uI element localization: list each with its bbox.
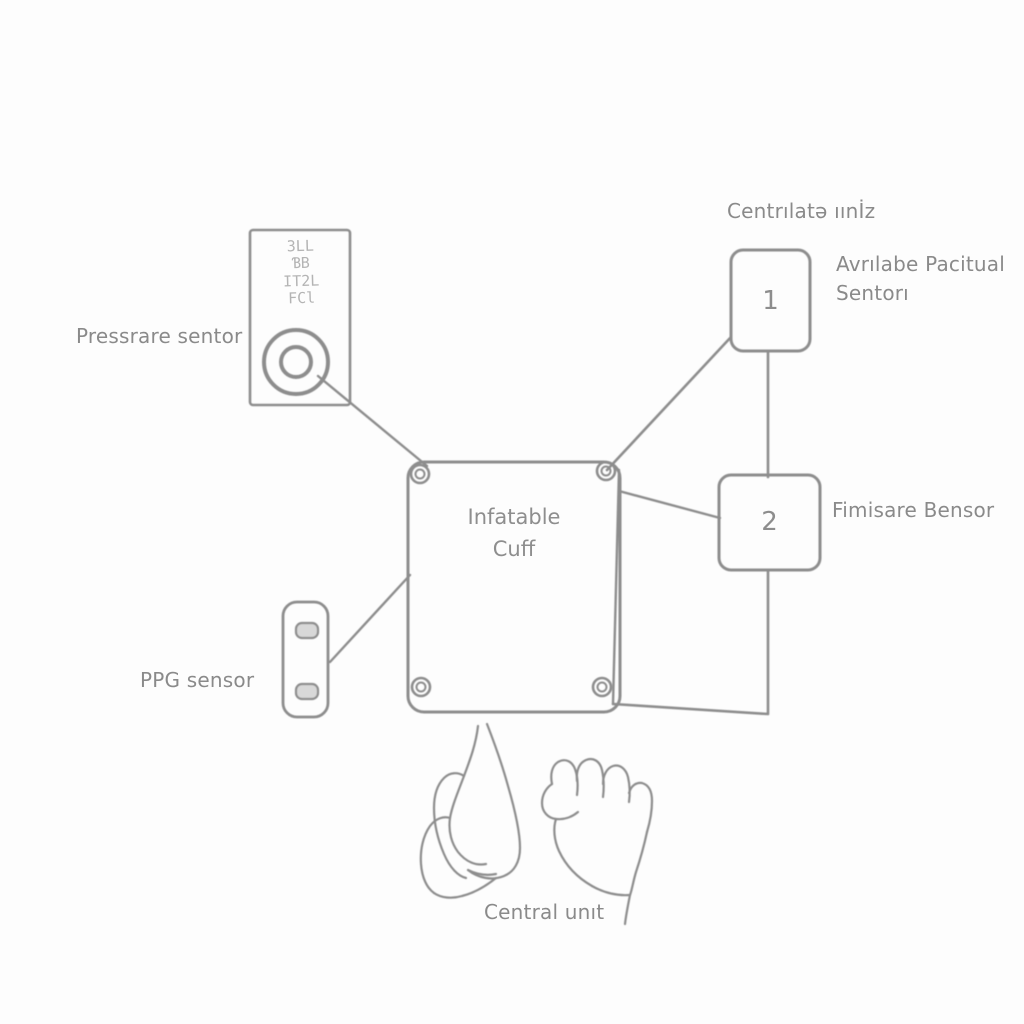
numbered-box-2 bbox=[717, 473, 822, 572]
ppg-sensor-pad-top bbox=[294, 621, 320, 640]
pressure-sensor-body bbox=[248, 228, 352, 407]
label-available-actual-sensor: Avrılabe Pacitual Sentorı bbox=[836, 252, 1005, 305]
connector-ppg-to-cuff bbox=[328, 573, 412, 664]
box-2-number: 2 bbox=[761, 507, 778, 537]
connector-pressure-to-cuff bbox=[316, 374, 429, 468]
cuff-grommet-top-left bbox=[409, 463, 431, 485]
hand-left bbox=[419, 722, 522, 899]
ppg-sensor-pad-bottom bbox=[294, 682, 320, 701]
ppg-sensor-body bbox=[281, 600, 330, 719]
inflatable-cuff-body bbox=[406, 460, 622, 714]
cuff-grommet-bottom-left bbox=[410, 676, 432, 698]
hand-right bbox=[540, 757, 654, 926]
label-ppg-sensor: PPG sensor bbox=[140, 668, 255, 692]
label-pressure-sensor: Pressrare sentor bbox=[76, 324, 243, 348]
box-1-number: 1 bbox=[762, 286, 779, 316]
connector-cuff-to-box2 bbox=[617, 489, 722, 520]
label-central-unit-heading: Centrılatə ıınİz bbox=[727, 199, 876, 223]
pressure-sensor-screen-text: 3LL ƁB IT2L FCl bbox=[282, 236, 320, 308]
numbered-box-1 bbox=[729, 248, 812, 353]
label-central-unit: Central unıt bbox=[484, 900, 605, 924]
pressure-dial-outer bbox=[262, 328, 330, 396]
cuff-grommet-top-right bbox=[595, 460, 617, 482]
connector-box2-to-cuff-bottom bbox=[611, 568, 770, 716]
pressure-dial-inner bbox=[279, 345, 313, 379]
cuff-grommet-bottom-right bbox=[591, 676, 613, 698]
connector-cuff-right-edge bbox=[611, 468, 621, 706]
connector-cuff-to-box1 bbox=[605, 335, 733, 472]
label-inflatable-cuff: Infatable Cuff bbox=[467, 505, 561, 561]
label-finger-sensor: Fimisare Bensor bbox=[832, 498, 995, 522]
